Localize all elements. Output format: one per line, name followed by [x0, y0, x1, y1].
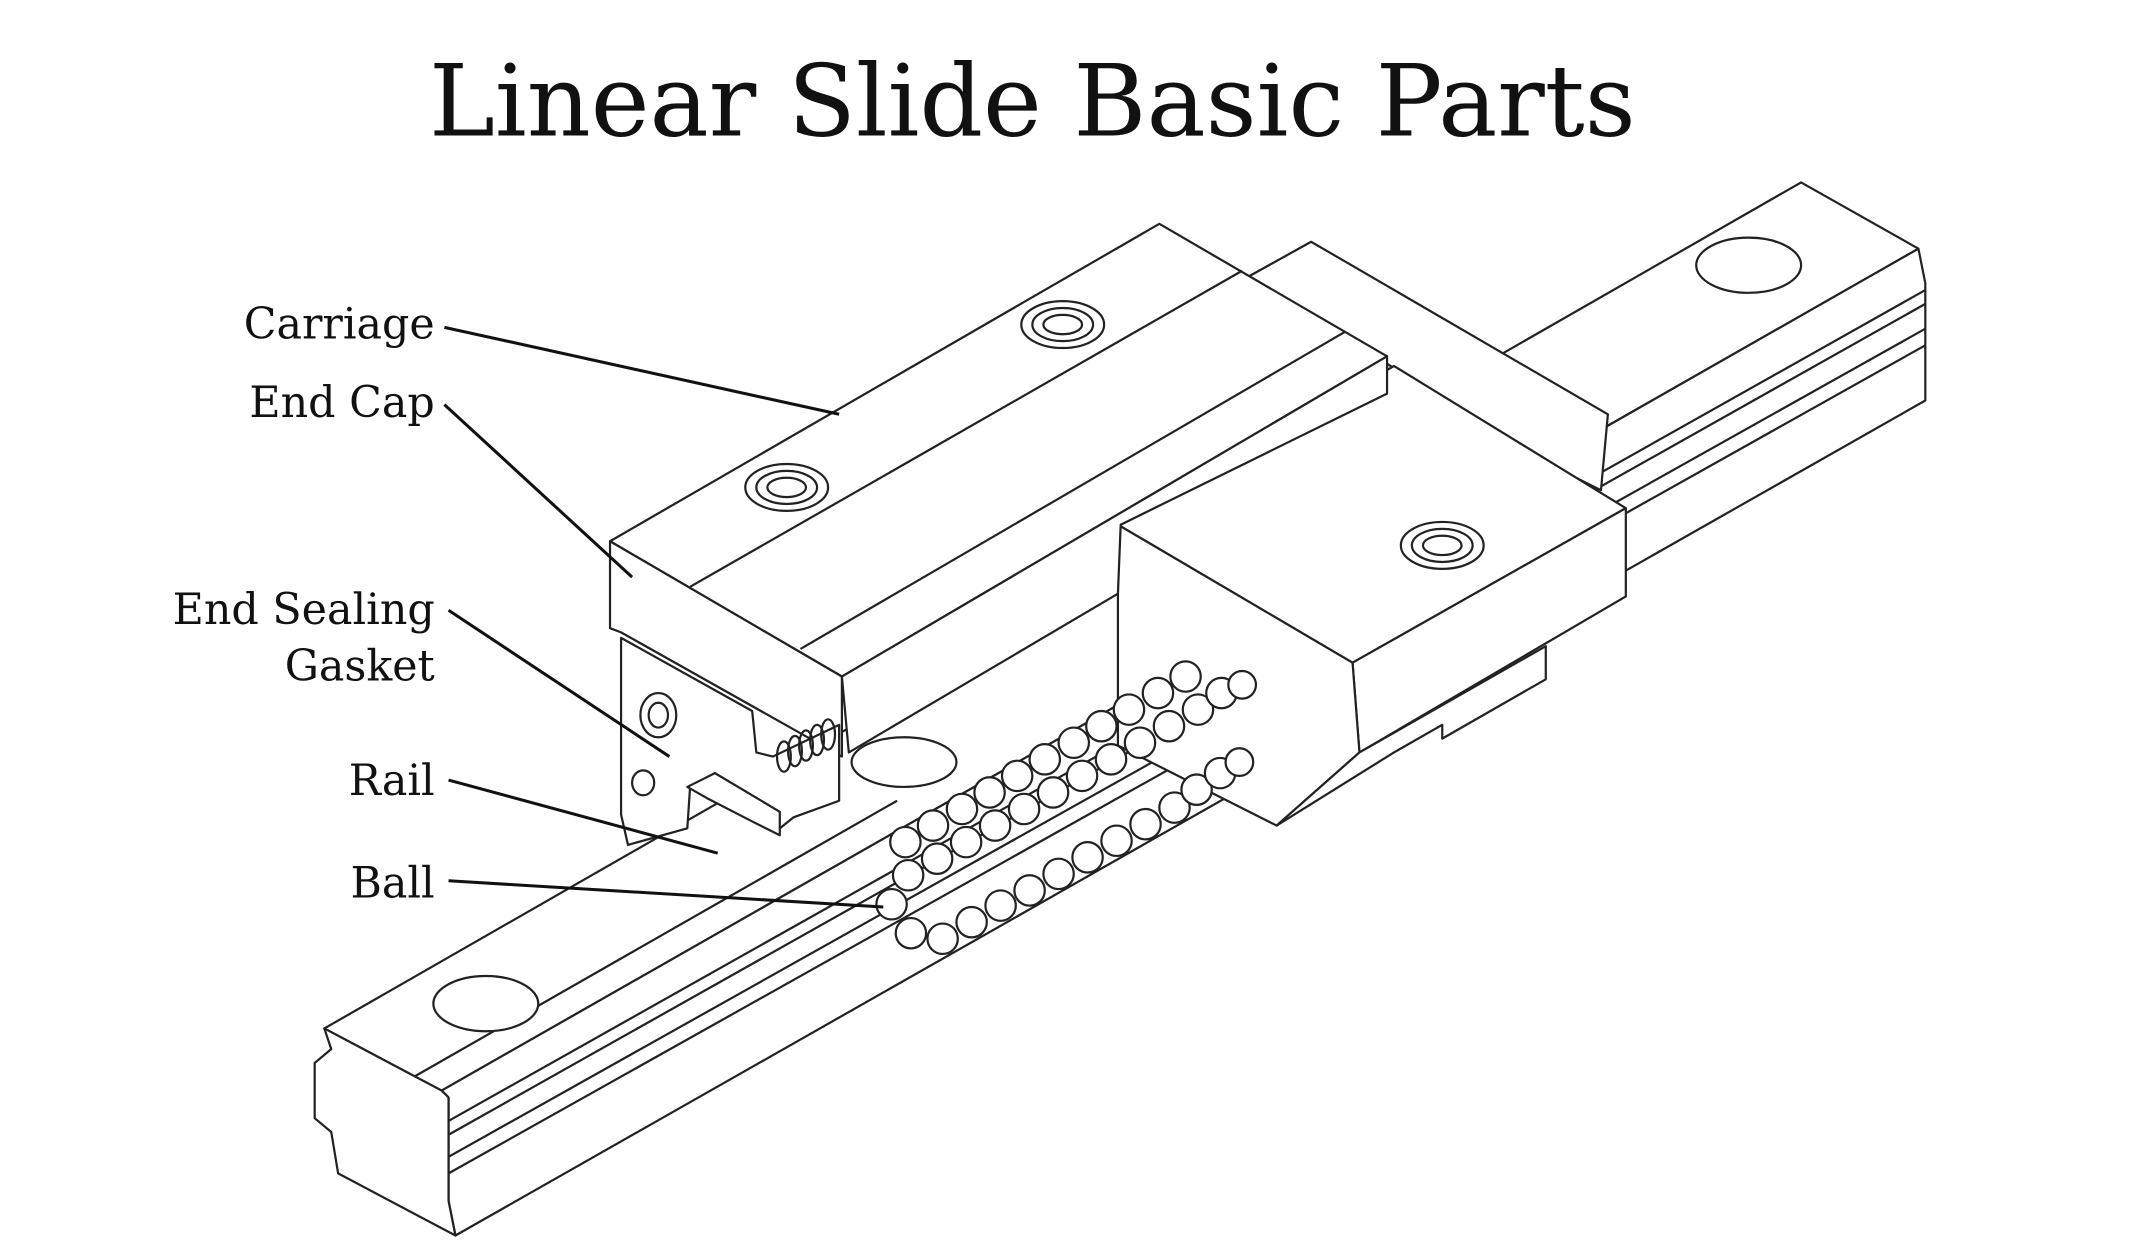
- ball-leader: [448, 879, 884, 909]
- carriage-leader: [444, 325, 840, 416]
- gasket-leader: [447, 609, 671, 758]
- rail-leader: [448, 778, 719, 855]
- label-end-sealing-gasket-line2: Gasket: [285, 642, 435, 692]
- carriage-drawing: [608, 222, 1627, 846]
- end-cap-leader: [443, 403, 634, 579]
- label-ball: Ball: [350, 858, 434, 908]
- label-end-sealing-gasket-line1: End Sealing: [173, 585, 435, 635]
- leader-lines: [443, 325, 884, 909]
- diagram-title: Linear Slide Basic Parts: [429, 44, 1636, 159]
- label-carriage: Carriage: [244, 299, 435, 349]
- balls-drawing: [875, 660, 1258, 956]
- label-rail: Rail: [349, 756, 435, 806]
- label-end-cap: End Cap: [249, 378, 434, 428]
